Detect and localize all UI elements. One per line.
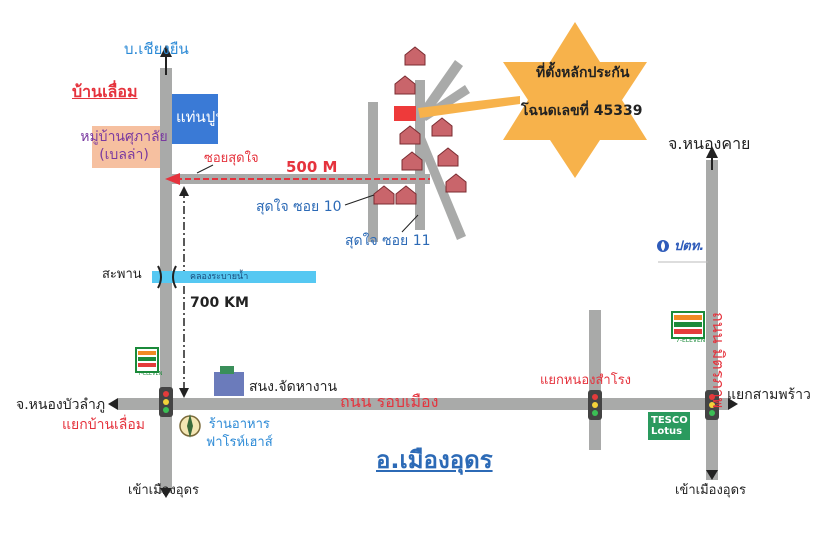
district-label: อ.เมืองอุดร (376, 446, 493, 474)
south-right-arrow (706, 470, 718, 480)
east-north-arrow (706, 146, 718, 170)
south-left-arrow (160, 488, 172, 498)
mittraphap-road-label: ถนน มิตรภาพ (709, 312, 728, 409)
traffic-light-icon (705, 390, 719, 420)
junction-left-label: แยกบ้านเลื่อม (62, 417, 146, 433)
deed-no-label: โฉนดเลขที่ 45339 (521, 103, 643, 119)
west-road-label: จ.หนองบัวลำภู (16, 397, 106, 413)
road-branch-a (420, 60, 463, 116)
cpac-label: แท่นปูน CPAC (176, 108, 270, 126)
distance-500-label: 500 M (286, 158, 338, 176)
traffic-light-icon (159, 387, 173, 417)
ptt-label: ปตท. (674, 239, 705, 254)
tesco-lotus-icon (648, 412, 690, 440)
east-arrow (728, 398, 738, 410)
road-sudjai-10 (368, 102, 378, 242)
ring-road (118, 398, 728, 410)
leader-sudjai-10 (344, 194, 375, 206)
star-pointer (418, 96, 520, 118)
seven-eleven-a-label: 7-ELEVEN (138, 371, 163, 377)
nongkhai-label: จ.หนองคาย (668, 134, 751, 153)
compass-icon (179, 414, 201, 438)
distance-700-arrow-top (179, 186, 189, 196)
leader-sudjai-11 (401, 214, 419, 233)
soi-sudjai-label: ซอยสุดใจ (204, 151, 259, 166)
traffic-light-icon (588, 390, 602, 420)
seven-eleven-icon (671, 311, 705, 339)
north-arrow (160, 45, 172, 75)
village-left-label: บ้านเลื่อม (72, 82, 138, 101)
junction-right-label: แยกสามพร้าว (727, 387, 811, 403)
road-branch-c (414, 130, 466, 240)
south-right-label: เข้าเมืองอุดร (675, 483, 747, 498)
leader-soi-sudjai (196, 164, 214, 174)
cpac-box (172, 94, 218, 144)
restaurant-label: ร้านอาหาร ฟาโรห์เฮาส์ (206, 417, 273, 450)
canal (152, 271, 316, 283)
housing-estate-label: หมู่บ้านศุภาลัย (เบลล่า) (80, 129, 168, 164)
distance-700-label: 700 KM (190, 295, 249, 311)
plot-marker-icon (394, 106, 416, 121)
hwdept-label: สนง.จัดหางาน (249, 379, 338, 395)
canal-label: คลองระบายน้ำ (190, 272, 249, 282)
house-icons (373, 46, 467, 205)
distance-700-arrow-bottom (179, 388, 189, 398)
bridge-icon (157, 265, 177, 289)
estate-box (92, 126, 160, 168)
north-road-label: บ.เชียงยืน (124, 40, 189, 58)
ring-road-label: ถนน รอบเมือง (340, 392, 439, 411)
bridge-label: สะพาน (102, 267, 142, 282)
seven-eleven-b-label: 7-ELEVEN (676, 337, 706, 344)
junction-mid-label: แยกหนองสำโรง (540, 373, 632, 388)
distance-500-arrowhead (165, 173, 180, 185)
plot-star (503, 22, 647, 178)
sudjai-11-label: สุดใจ ซอย 11 (345, 233, 431, 249)
land-title-label: ที่ตั้งหลักประกัน (536, 65, 630, 81)
building-icon (214, 366, 244, 396)
south-left-label: เข้าเมืองอุดร (128, 483, 200, 498)
sudjai-10-label: สุดใจ ซอย 10 (256, 199, 342, 215)
west-arrow (108, 398, 118, 410)
ptt-icon (657, 240, 708, 263)
seven-eleven-icon (135, 347, 159, 373)
tesco-label: TESCO Lotus (651, 415, 688, 437)
